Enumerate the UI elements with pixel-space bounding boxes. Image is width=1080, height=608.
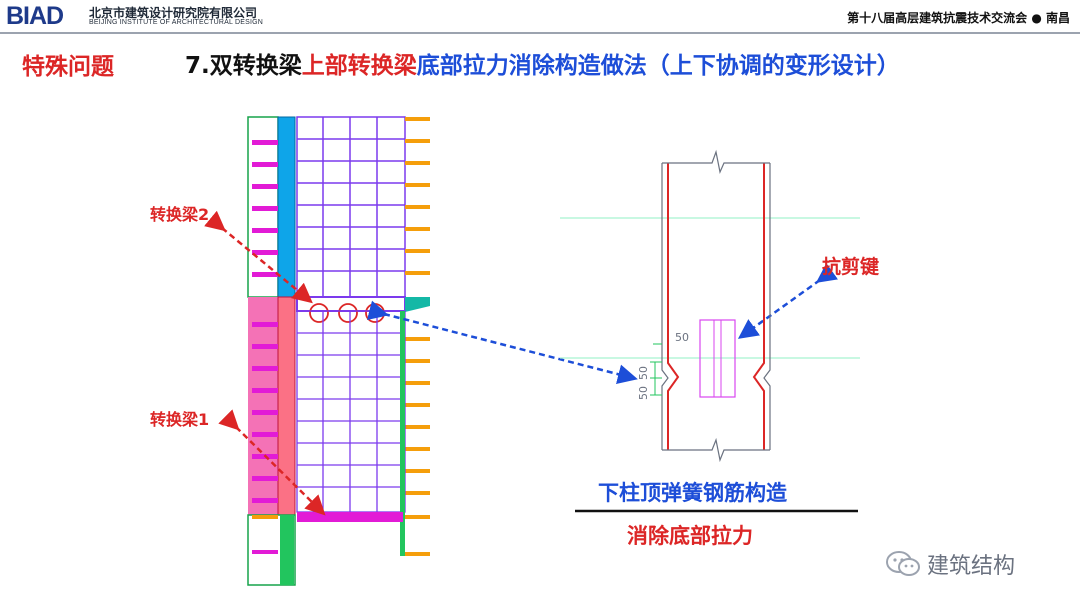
upper-core-wall (277, 116, 296, 298)
dim-label-a: 50 (675, 331, 689, 344)
shear-key-label: 抗剪键 (822, 255, 879, 278)
upper-frame-grid (296, 116, 406, 298)
section-tag: 特殊问题 (22, 54, 114, 80)
dim-label-b: 50 (637, 366, 650, 380)
lower-left-wall (248, 297, 278, 515)
detail-title: 下柱顶弹簧钢筋构造 (598, 481, 788, 505)
beam-2-label: 转换梁2 (150, 205, 209, 224)
watermark: 建筑结构 (885, 548, 1015, 580)
beam-2-bracket (405, 297, 430, 312)
slide-title: 7.双转换梁上部转换梁底部拉力消除构造做法（上下协调的变形设计） (185, 46, 900, 80)
header-divider (0, 32, 1080, 34)
spring-rebar-detail (560, 149, 860, 463)
shear-key-arrow (737, 263, 839, 339)
slide-header: BIAD 北京市建筑设计研究院有限公司 BEIJING INSTITUTE OF… (0, 0, 1080, 36)
beam-1-label: 转换梁1 (150, 410, 209, 429)
biad-logo: BIAD (6, 2, 64, 30)
lower-right-column (400, 311, 405, 556)
transfer-beam-1 (297, 512, 403, 522)
conference-name: 第十八届高层建筑抗震技术交流会 ● 南昌 (847, 11, 1070, 25)
detail-link-arrow (366, 300, 638, 384)
building-elevation (247, 116, 430, 586)
wechat-icon (886, 551, 920, 576)
dim-label-c: 50 (637, 386, 650, 400)
beam-1-arrow (218, 409, 326, 516)
title-part-a: 7.双转换梁 (185, 53, 302, 79)
beam-2-arrow (204, 210, 313, 304)
title-part-c: 底部拉力消除构造做法（上下协调的变形设计） (416, 53, 900, 79)
lower-core-wall (277, 296, 296, 516)
shear-key (699, 319, 736, 398)
title-part-b: 上部转换梁 (301, 53, 417, 79)
podium-column (280, 515, 294, 585)
watermark-text: 建筑结构 (927, 554, 1016, 579)
detail-subtitle: 消除底部拉力 (627, 524, 753, 548)
org-name-en: BEIJING INSTITUTE OF ARCHITECTURAL DESIG… (89, 19, 264, 26)
lower-frame-grid (296, 310, 406, 513)
org-name-cn: 北京市建筑设计研究院有限公司 (89, 6, 258, 20)
